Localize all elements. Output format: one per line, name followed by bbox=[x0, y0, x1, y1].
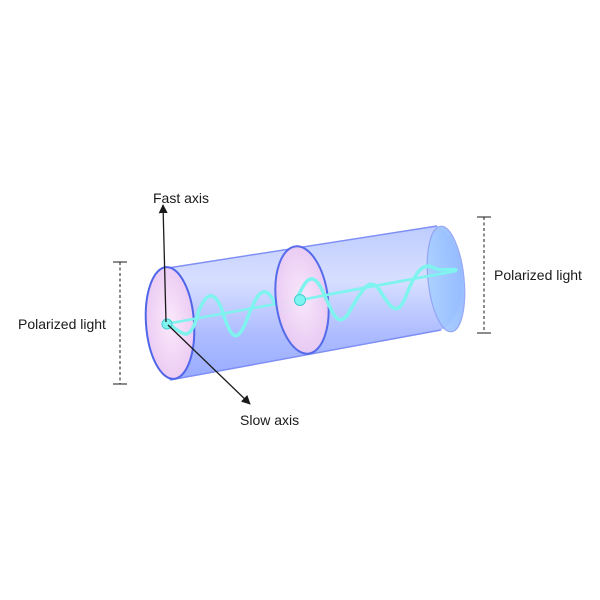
left-dimension-bracket bbox=[113, 261, 127, 385]
cylinder-far-end bbox=[426, 225, 466, 333]
slow-axis-arrow bbox=[167, 324, 251, 405]
right-dimension-bracket bbox=[477, 216, 491, 334]
slow-axis-label: Slow axis bbox=[240, 412, 299, 428]
waveplate-axis-point bbox=[294, 294, 306, 306]
polarized-wave-front bbox=[294, 264, 458, 322]
fast-axis-arrow bbox=[158, 204, 168, 323]
optical-axis-line-front bbox=[299, 269, 457, 302]
cylinder-bottom-edge bbox=[169, 329, 442, 381]
polarized-light-right-label: Polarized light bbox=[494, 267, 582, 283]
polarized-light-left-label: Polarized light bbox=[18, 316, 106, 332]
polarized-wave-rear bbox=[166, 290, 298, 338]
fast-axis-label: Fast axis bbox=[153, 190, 209, 206]
